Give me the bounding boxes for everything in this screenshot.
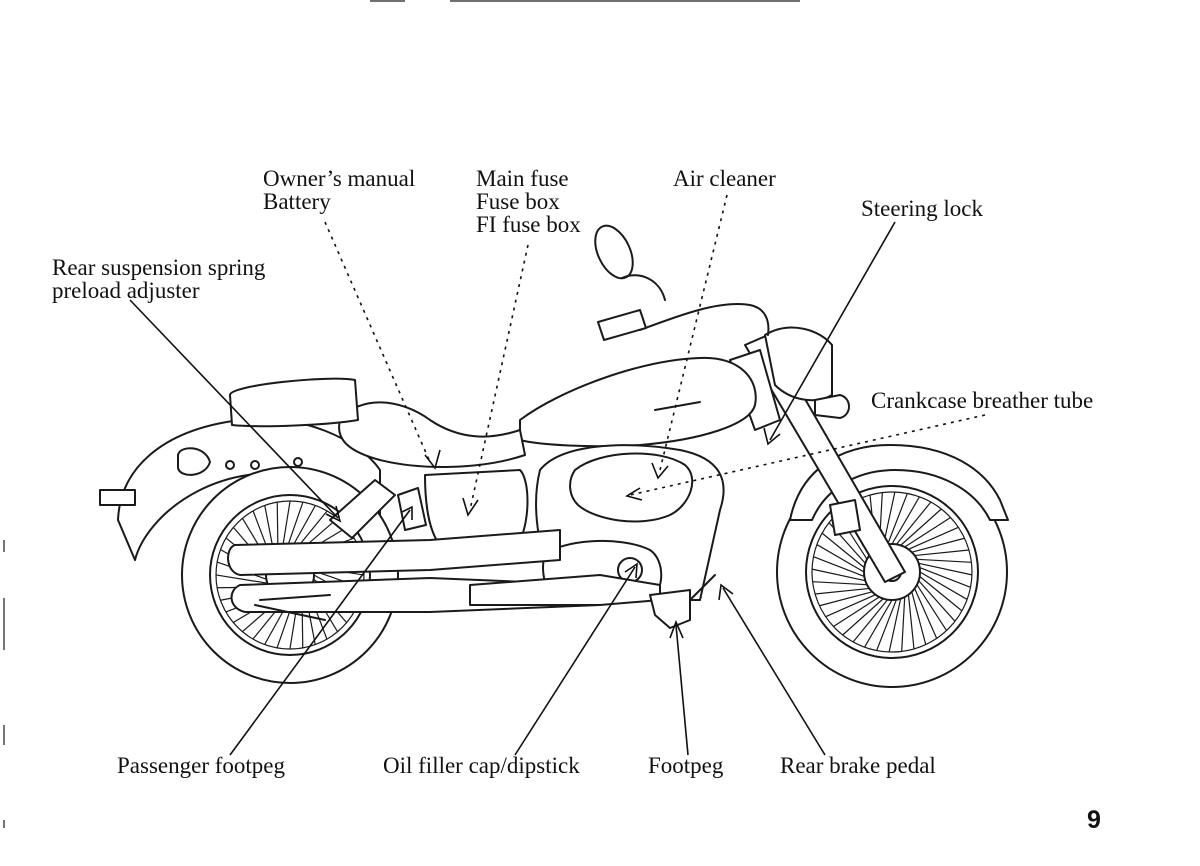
wheel-spoke [914, 588, 938, 639]
label-passenger-footpeg: Passenger footpeg [117, 753, 285, 778]
wheel-spoke [904, 516, 951, 548]
wheel-spoke [919, 571, 968, 600]
label-steering-lock: Steering lock [861, 196, 983, 221]
exhaust-header [469, 574, 661, 606]
wheel-spoke [914, 549, 969, 557]
leader-rear-brake-pedal [722, 587, 826, 756]
label-rear-suspension: Rear suspension spring [52, 255, 266, 280]
wheel-spoke [825, 594, 876, 618]
wheel-spoke [901, 596, 906, 652]
rear-shock [329, 479, 396, 539]
wheel-spoke [816, 544, 865, 573]
passenger-seat [229, 377, 359, 428]
wheel-spoke [833, 596, 880, 628]
brake-pedal-lever [689, 574, 716, 601]
wheel-spoke [891, 496, 920, 545]
label-main-fuse: Main fuse [476, 166, 569, 191]
wheel-spoke [887, 493, 908, 545]
headlight [764, 326, 833, 402]
leader-main-fuse [469, 244, 529, 511]
rear-turn-signal [99, 489, 136, 506]
front-fender [789, 444, 1009, 521]
footpeg-bracket [649, 589, 691, 629]
wheel-spoke [888, 598, 902, 653]
arrow-oil-filler [624, 562, 638, 579]
handlebar [639, 303, 770, 336]
label-battery: Battery [263, 189, 331, 214]
motorcycle-illustration [99, 224, 1009, 688]
wheel-spoke [916, 558, 972, 563]
arrow-crankcase-breather [624, 487, 643, 501]
label-oil-filler: Oil filler cap/dipstick [383, 753, 580, 778]
arrow-passenger-footpeg [401, 505, 413, 520]
tank-stripe [654, 401, 701, 411]
leader-passenger-footpeg [229, 509, 411, 756]
front-turn-signal [814, 394, 850, 419]
label-preload-adjuster: preload adjuster [52, 278, 200, 303]
wheel-spoke [842, 598, 884, 636]
wheel-spoke [895, 501, 932, 545]
arrow-main-fuse [462, 497, 479, 517]
fender-bolt [250, 460, 260, 470]
wheel-spoke [876, 599, 897, 651]
leader-footpeg [675, 624, 689, 756]
leader-lines [129, 194, 986, 756]
wheel-spoke [811, 568, 866, 582]
wheel-spoke [918, 580, 956, 622]
wheel-spoke [918, 562, 973, 576]
wheel-spoke [916, 584, 948, 631]
wheel-spoke [900, 508, 942, 546]
label-rear-brake-pedal: Rear brake pedal [780, 753, 936, 778]
wheel-spoke [215, 574, 268, 584]
wheel-spoke [911, 591, 927, 645]
rider-seat [338, 401, 526, 468]
wheel-spoke [821, 532, 865, 569]
arrow-rear-brake-pedal [718, 583, 734, 601]
wheel-spoke [819, 591, 873, 607]
exhaust-upper [227, 529, 561, 576]
wheel-spoke [815, 587, 870, 595]
fuel-tank [519, 356, 757, 448]
wheel-spoke [919, 575, 963, 612]
leader-steering-lock [769, 221, 896, 441]
arrow-owners-manual [424, 449, 441, 470]
label-owners-manual: Owner’s manual [263, 166, 416, 191]
arrow-footpeg [669, 619, 684, 639]
wheel-spoke [907, 594, 915, 649]
front-brake-caliper [829, 499, 861, 536]
wheel-spoke [813, 556, 865, 577]
label-fi-fuse-box: FI fuse box [476, 212, 581, 237]
wheel-spoke [908, 526, 959, 550]
air-cleaner-cover [569, 452, 694, 523]
wheel-spoke [864, 599, 893, 648]
wheel-spoke [852, 599, 889, 643]
wheel-spoke [812, 581, 868, 586]
wheel-spoke [911, 537, 965, 553]
fender-bolt [225, 460, 235, 470]
wheel-spoke [919, 567, 971, 588]
label-crankcase-breather: Crankcase breather tube [871, 388, 1094, 413]
mirror-stem [621, 274, 666, 301]
swingarm [254, 594, 331, 621]
arrow-steering-lock [763, 427, 781, 446]
leader-rear-suspension [129, 299, 339, 519]
leader-owners-manual [324, 221, 431, 463]
leader-oil-filler [514, 566, 636, 756]
label-air-cleaner: Air cleaner [673, 166, 776, 191]
handlebar-grip [597, 309, 647, 341]
fender-bolt [293, 457, 303, 467]
arrow-rear-suspension [325, 505, 342, 523]
rear-light [177, 447, 211, 476]
arrow-air-cleaner [651, 462, 669, 480]
label-footpeg: Footpeg [648, 753, 724, 778]
label-fuse-box: Fuse box [476, 189, 560, 214]
page-number: 9 [1087, 806, 1101, 834]
